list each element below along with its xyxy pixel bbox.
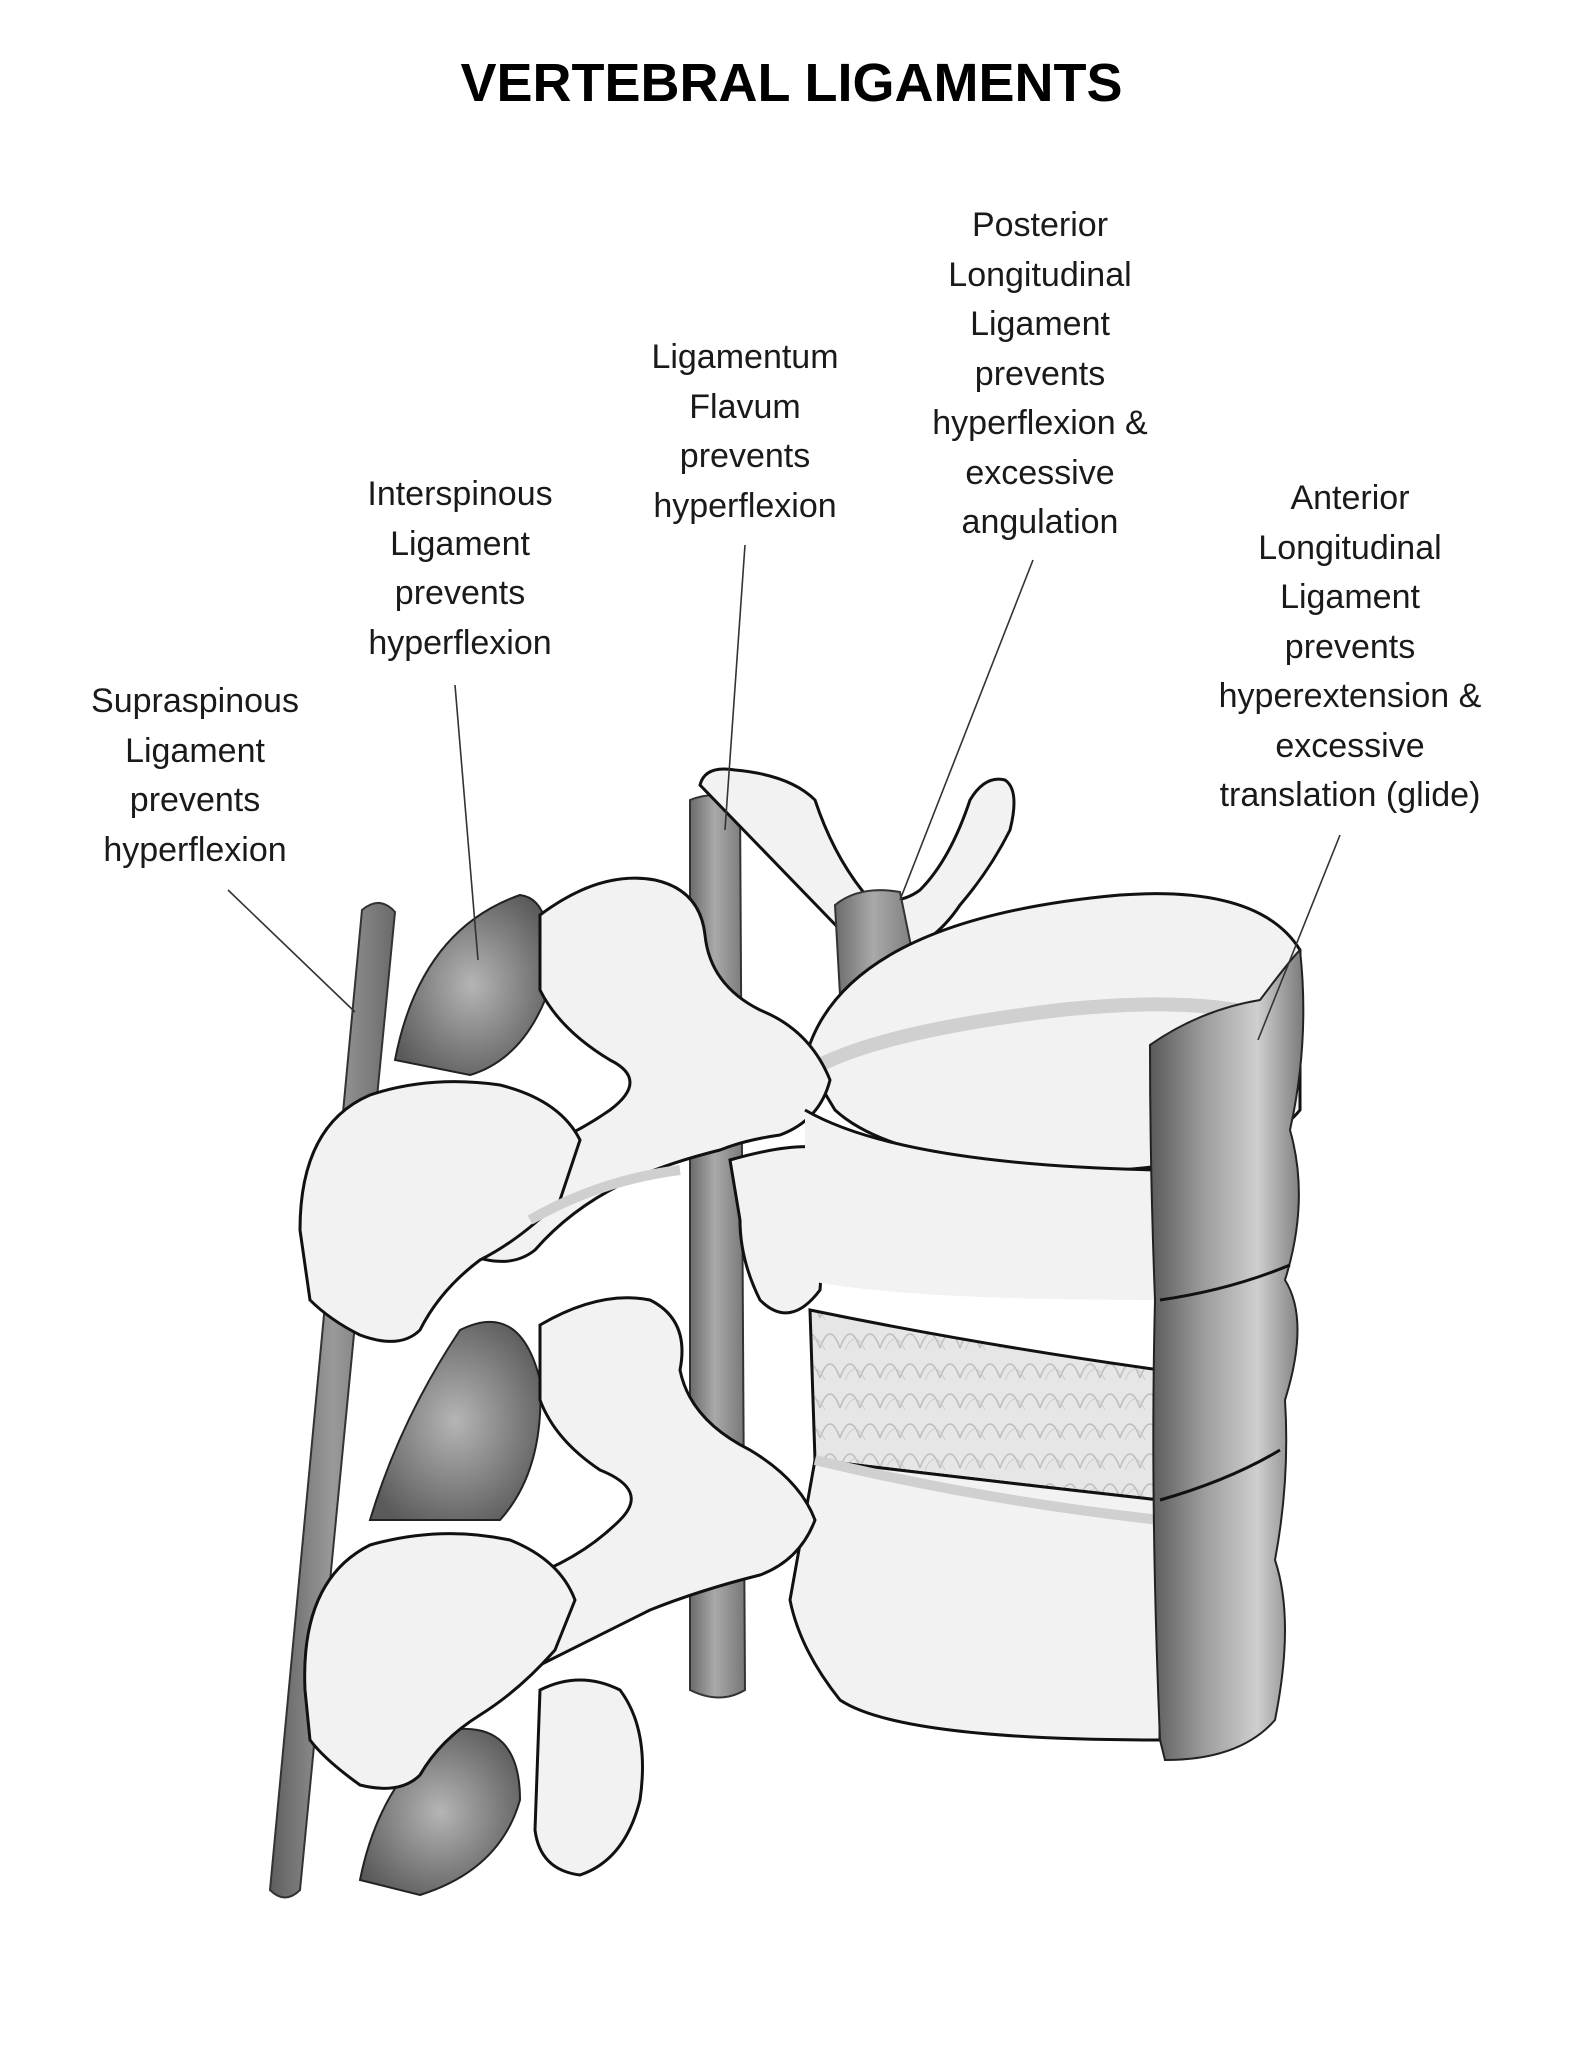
leader-flavum — [724, 544, 746, 831]
label-anterior-longitudinal: Anterior Longitudinal Ligament prevents … — [1218, 479, 1482, 814]
anterior-longitudinal-ligament — [1148, 947, 1305, 1762]
label-supraspinous: Supraspinous Ligament prevents hyperflex… — [91, 682, 299, 869]
leader-supraspinous — [227, 889, 356, 1013]
label-posterior-longitudinal: Posterior Longitudinal Ligament prevents… — [932, 206, 1148, 541]
label-ligamentum-flavum: Ligamentum Flavum prevents hyperflexion — [651, 338, 839, 525]
leader-lines — [227, 544, 1341, 1041]
diagram-title: VERTEBRAL LIGAMENTS — [460, 53, 1123, 113]
upper-vertebra — [298, 767, 1302, 1343]
leader-interspinous — [454, 684, 479, 961]
lower-vertebra — [303, 1296, 1162, 1877]
leader-anterior-longitudinal — [1257, 834, 1341, 1041]
label-interspinous: Interspinous Ligament prevents hyperflex… — [367, 475, 553, 662]
leader-posterior-longitudinal — [899, 559, 1034, 901]
interspinous-ligament — [358, 893, 551, 1897]
